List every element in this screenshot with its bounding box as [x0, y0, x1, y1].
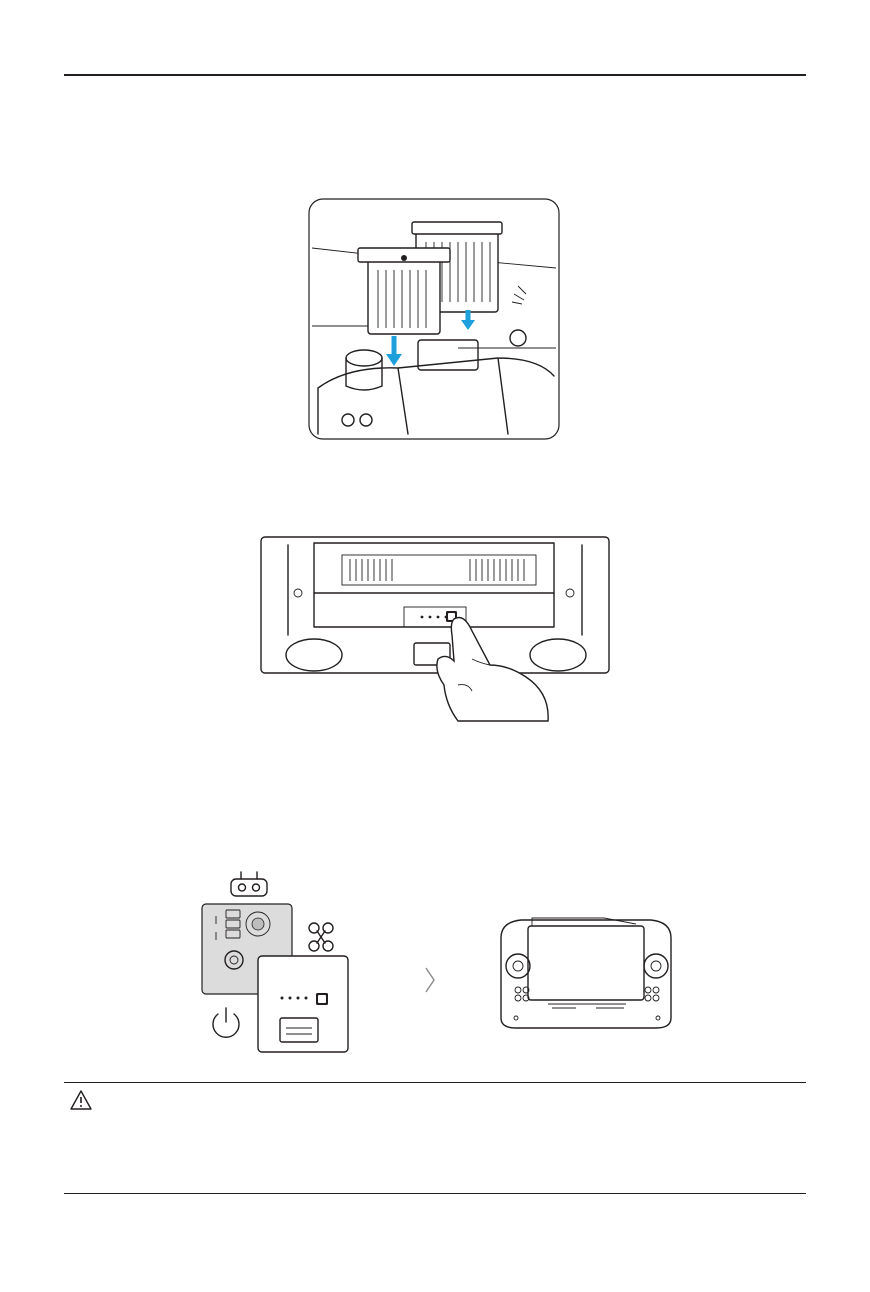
install-battery-illustration	[308, 198, 560, 440]
warning-divider	[64, 1082, 806, 1083]
chevron-right-icon	[426, 968, 434, 992]
header-rule	[64, 74, 806, 76]
battery-front-icon	[358, 248, 450, 334]
aircraft-icon	[309, 923, 333, 951]
power-icon	[213, 1008, 239, 1037]
power-on-sequence-illustration	[196, 868, 716, 1058]
press-power-button-illustration	[258, 535, 612, 725]
warning-triangle-icon	[69, 1089, 93, 1111]
footer-rule	[64, 1193, 806, 1194]
remote-controller-icon	[231, 872, 267, 896]
remote-controller-illustration	[501, 918, 671, 1028]
